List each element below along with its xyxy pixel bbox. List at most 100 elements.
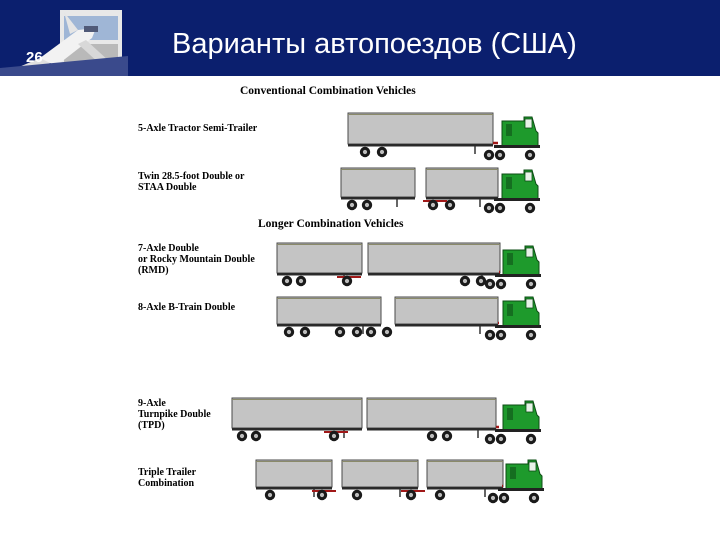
vehicle-label-tpd: 9-Axle Turnpike Double (TPD) (138, 398, 211, 431)
hub (490, 495, 496, 501)
vehicle-b-train (276, 296, 541, 341)
trailer-body (367, 242, 501, 274)
wheel-icon (528, 492, 540, 504)
wheel-icon (483, 149, 495, 161)
trailer-body (255, 459, 333, 488)
hub (531, 495, 537, 501)
cab-window (525, 402, 534, 413)
trailer-body (341, 459, 419, 488)
tractor-frame (495, 429, 541, 432)
vehicle-tpd (231, 397, 541, 445)
wheel-icon (498, 492, 510, 504)
cab-sleeper-door (507, 253, 513, 265)
wheel-icon (295, 275, 307, 287)
trailer-body (425, 167, 499, 198)
hub (286, 329, 292, 335)
hub (501, 495, 507, 501)
wheel-icon (524, 149, 536, 161)
cab-window (524, 118, 533, 129)
vehicle-label-rmd: 7-Axle Double or Rocky Mountain Double (… (138, 243, 255, 276)
wheel-icon (264, 489, 276, 501)
hub (253, 433, 259, 439)
hub (298, 278, 304, 284)
wheel-icon (351, 326, 363, 338)
wheel-icon (441, 430, 453, 442)
cab-window (528, 461, 537, 472)
trailer-body (347, 112, 494, 145)
trailer-body (340, 167, 416, 198)
hub (497, 152, 503, 158)
hub (354, 492, 360, 498)
trailer-frame (277, 273, 362, 276)
wheel-icon (487, 492, 499, 504)
hub (497, 205, 503, 211)
tractor-cab-icon (495, 296, 541, 328)
hub (437, 492, 443, 498)
trailer-body (394, 296, 499, 325)
wheel-icon (361, 199, 373, 211)
wheel-icon (484, 329, 496, 341)
trailer-body (231, 397, 363, 429)
trailer-frame (426, 197, 498, 200)
trailer-frame (348, 144, 493, 147)
vehicle-label-twin-double: Twin 28.5-foot Double or STAA Double (138, 171, 245, 193)
wheel-icon (484, 278, 496, 290)
wheel-icon (299, 326, 311, 338)
hub (487, 332, 493, 338)
hub (444, 433, 450, 439)
hub (331, 433, 337, 439)
trailer-body (276, 296, 382, 325)
wheel-icon (376, 146, 388, 158)
hub (478, 278, 484, 284)
tractor-cab-icon (495, 400, 541, 432)
wheel-icon (405, 489, 417, 501)
trailer-body (276, 242, 363, 274)
hub (368, 329, 374, 335)
wheel-icon (459, 275, 471, 287)
hub (486, 152, 492, 158)
wheel-icon (236, 430, 248, 442)
hub (337, 329, 343, 335)
hub (430, 202, 436, 208)
slide-number: 26 (26, 49, 43, 66)
hub (319, 492, 325, 498)
hub (239, 433, 245, 439)
wheel-icon (475, 275, 487, 287)
tractor-frame (495, 274, 541, 277)
cab-sleeper-door (506, 177, 512, 189)
wheel-icon (494, 149, 506, 161)
section-heading-conventional: Conventional Combination Vehicles (240, 85, 416, 97)
wheel-icon (495, 433, 507, 445)
tractor-frame (498, 488, 544, 491)
wheel-icon (381, 326, 393, 338)
hub (302, 329, 308, 335)
hub (284, 278, 290, 284)
cab-window (524, 171, 533, 182)
wheel-icon (525, 433, 537, 445)
wheel-icon (494, 202, 506, 214)
wheel-icon (281, 275, 293, 287)
slide-title: Варианты автопоездов (США) (172, 28, 577, 60)
slide-header: 26 Варианты автопоездов (США) (0, 0, 720, 76)
wheel-icon (346, 199, 358, 211)
wheel-icon (316, 489, 328, 501)
cab-sleeper-door (510, 467, 516, 479)
wheel-icon (525, 329, 537, 341)
trailer-frame (395, 324, 498, 327)
hub (344, 278, 350, 284)
hub (528, 436, 534, 442)
hub (487, 281, 493, 287)
hub (528, 281, 534, 287)
wheel-icon (484, 433, 496, 445)
wheel-icon (495, 278, 507, 290)
tractor-frame (494, 145, 540, 148)
hub (267, 492, 273, 498)
wheel-icon (483, 202, 495, 214)
wheel-icon (365, 326, 377, 338)
trailer-frame (232, 428, 362, 431)
wheel-icon (283, 326, 295, 338)
vehicle-label-5-axle: 5-Axle Tractor Semi-Trailer (138, 123, 258, 134)
trailer-frame (256, 487, 332, 490)
tractor-frame (494, 198, 540, 201)
